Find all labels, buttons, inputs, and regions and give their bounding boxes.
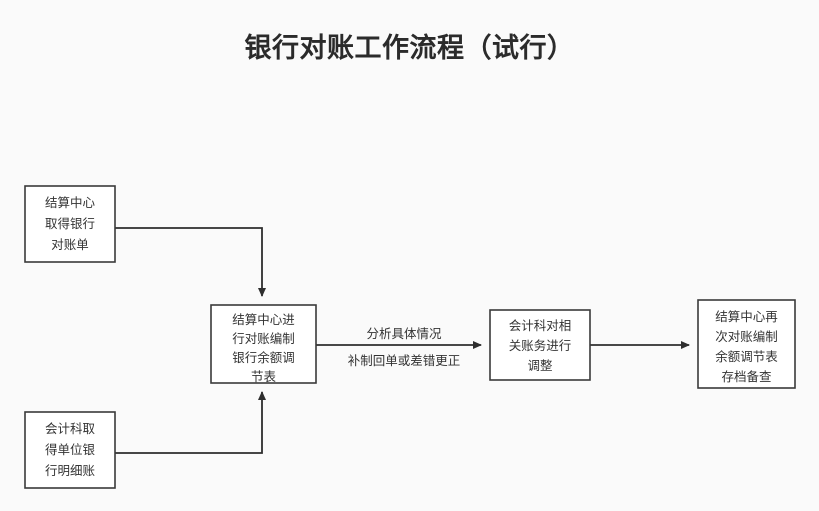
node-account-adjust-line-0: 会计科对相 <box>509 319 572 333</box>
node-archive-line-1: 次对账编制 <box>715 329 778 344</box>
node-archive-line-0: 结算中心再 <box>715 309 778 324</box>
node-account-adjust-line-2: 调整 <box>527 358 553 373</box>
node-archive-line-3: 存档备查 <box>721 370 772 384</box>
node-unit-ledger-line-2: 行明细账 <box>45 464 96 478</box>
node-archive[interactable]: 结算中心再 次对账编制 余额调节表 存档备查 <box>697 299 796 389</box>
edge-ledger-to-reconcile <box>115 391 266 454</box>
node-unit-ledger-line-0: 会计科取 <box>45 422 96 436</box>
edge-label-analysis-line1: 分析具体情况 <box>366 327 442 341</box>
node-reconcile-table[interactable]: 结算中心进 行对账编制 银行余额调 节表 <box>210 304 317 384</box>
node-unit-ledger[interactable]: 会计科取 得单位银 行明细账 <box>24 411 116 489</box>
node-reconcile-table-line-3: 节表 <box>251 370 277 384</box>
node-unit-ledger-line-1: 得单位银 <box>45 442 96 457</box>
node-bank-statement[interactable]: 结算中心 取得银行 对账单 <box>24 185 116 263</box>
node-reconcile-table-line-0: 结算中心进 <box>232 312 295 327</box>
node-reconcile-table-line-2: 银行余额调 <box>232 350 295 365</box>
node-account-adjust[interactable]: 会计科对相 关账务进行 调整 <box>489 309 591 381</box>
edge-label-analysis-line2: 补制回单或差错更正 <box>348 353 461 368</box>
node-bank-statement-line-0: 结算中心 <box>45 195 96 210</box>
node-bank-statement-line-1: 取得银行 <box>45 216 95 231</box>
node-account-adjust-line-1: 关账务进行 <box>509 338 572 353</box>
page-title: 银行对账工作流程（试行） <box>244 33 575 63</box>
node-bank-statement-line-2: 对账单 <box>51 238 89 252</box>
node-archive-line-2: 余额调节表 <box>715 349 778 364</box>
edge-statement-to-reconcile <box>115 227 266 297</box>
node-reconcile-table-line-1: 行对账编制 <box>232 331 295 346</box>
